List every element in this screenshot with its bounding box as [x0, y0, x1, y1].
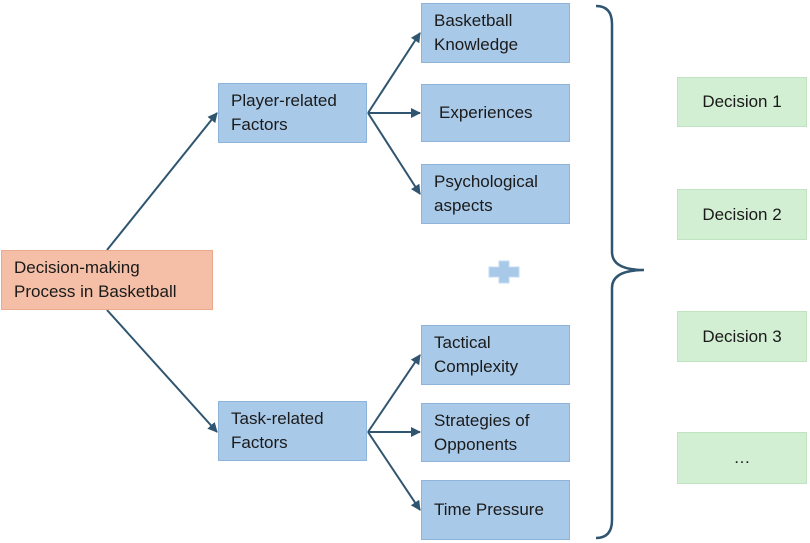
factor-experiences: Experiences: [421, 84, 570, 142]
decision-1-box: Decision 1: [677, 77, 807, 127]
arrow-player-to-psychological: [367, 112, 421, 195]
factor-psychological-aspects: Psychological aspects: [421, 164, 570, 224]
decision-label: Decision 2: [702, 204, 782, 224]
arrow-player-to-knowledge: [367, 32, 421, 114]
factor-tactical-complexity: Tactical Complexity: [421, 325, 570, 385]
decision-label: Decision 1: [702, 92, 782, 111]
curly-brace: [595, 4, 645, 540]
decision-label: Decision 3: [702, 326, 782, 346]
factor-strategies-of-opponents: Strategies of Opponents: [421, 403, 570, 462]
plus-icon: [488, 260, 520, 284]
decision-label: …: [733, 448, 751, 467]
arrow-task-to-tactical: [367, 354, 421, 433]
factor-label: Time Pressure: [434, 500, 544, 519]
decision-ellipsis-box: …: [677, 432, 807, 484]
task-factors-node: Task-related Factors: [218, 401, 367, 461]
root-node: Decision-making Process in Basketball: [1, 250, 213, 310]
factor-label: Psychological aspects: [434, 172, 538, 215]
decision-2-box: Decision 2: [677, 189, 807, 240]
task-factors-label: Task-related Factors: [231, 409, 324, 452]
factor-label: Tactical Complexity: [434, 333, 519, 376]
arrow-root-to-task: [106, 309, 218, 433]
factor-basketball-knowledge: Basketball Knowledge: [421, 3, 570, 63]
player-factors-label: Player-related Factors: [231, 91, 337, 134]
decision-3-box: Decision 3: [677, 311, 807, 362]
factor-label: Basketball Knowledge: [434, 11, 519, 54]
factor-label: Strategies of Opponents: [434, 410, 530, 454]
arrow-root-to-player: [106, 112, 218, 251]
factor-time-pressure: Time Pressure: [421, 480, 570, 540]
arrow-task-to-time: [367, 431, 421, 511]
factor-label: Experiences: [439, 103, 533, 122]
player-factors-node: Player-related Factors: [218, 83, 367, 143]
root-label: Decision-making Process in Basketball: [14, 258, 177, 301]
